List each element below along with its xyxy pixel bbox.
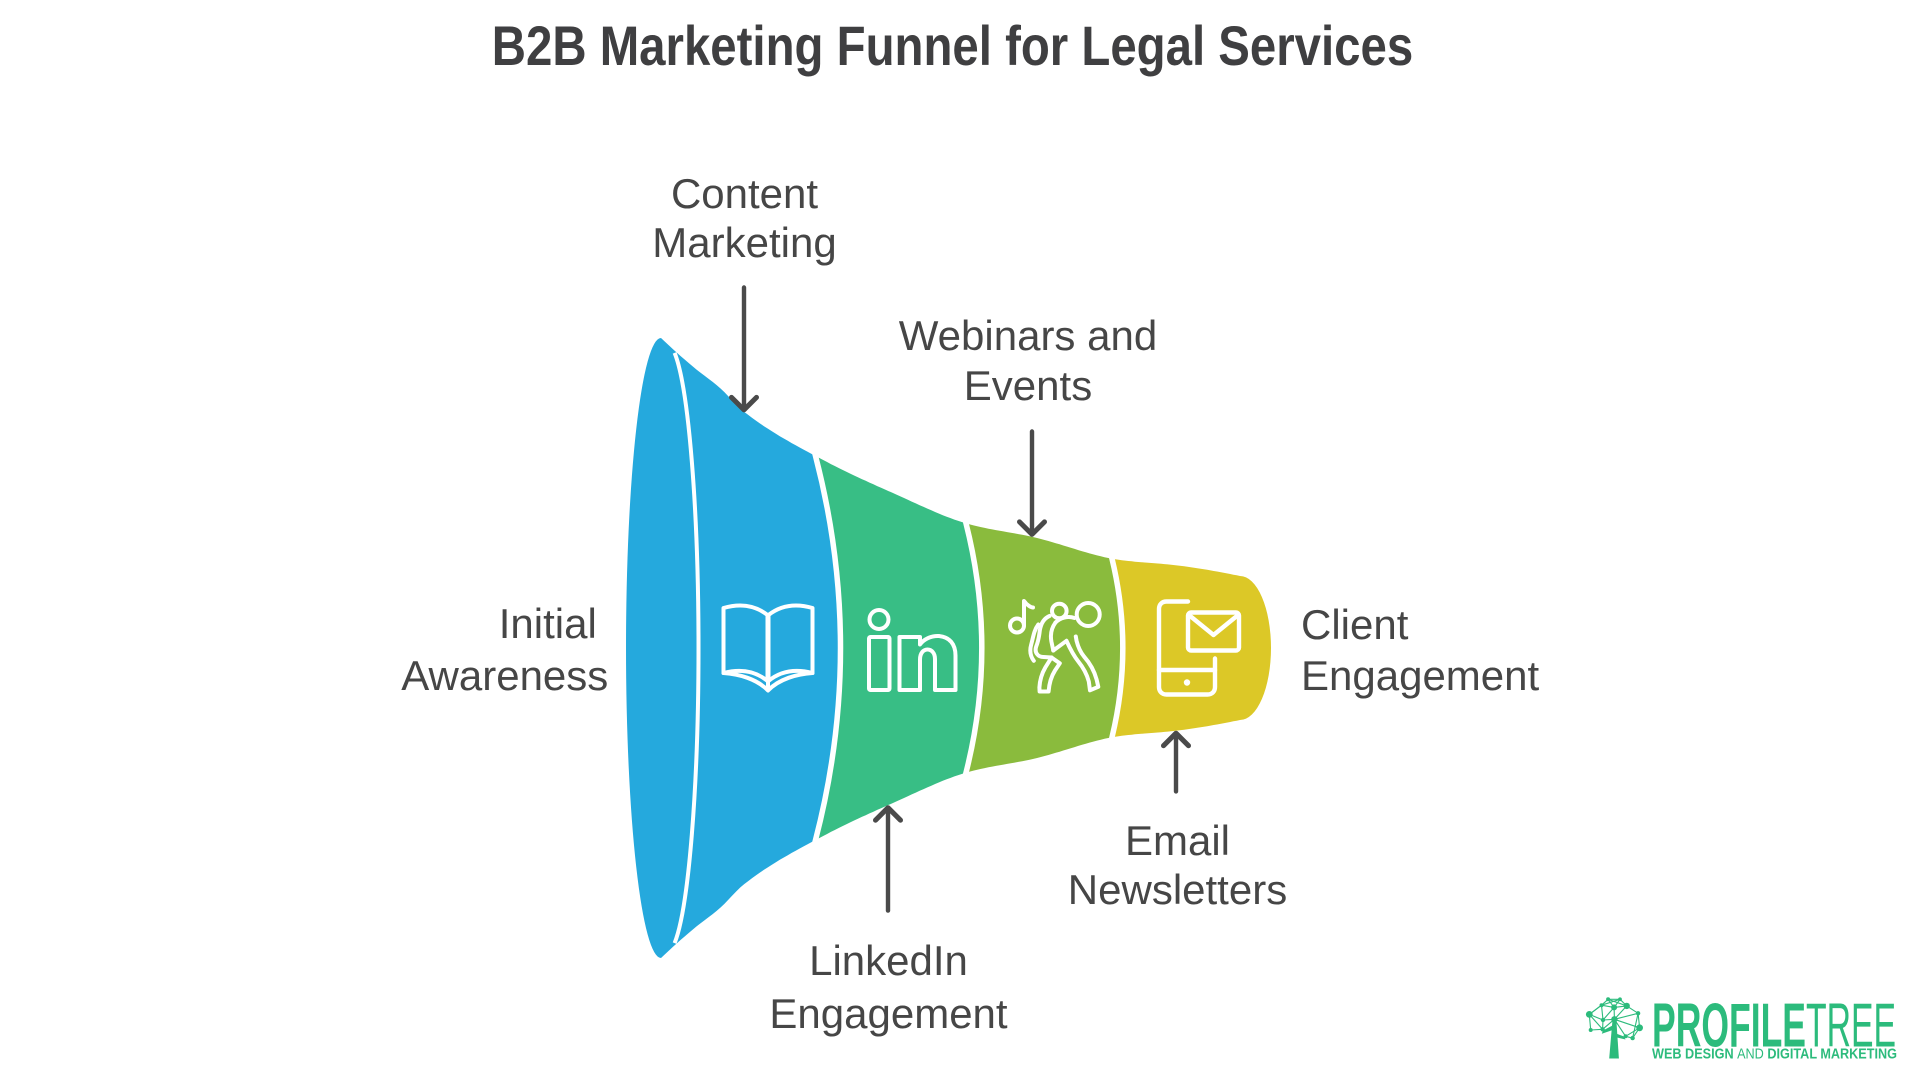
svg-text:WEB DESIGN AND DIGITAL MARKETI: WEB DESIGN AND DIGITAL MARKETING [1652,1047,1897,1063]
svg-text:PROFILE: PROFILE [1652,992,1806,1061]
svg-text:TREE: TREE [1806,992,1896,1061]
